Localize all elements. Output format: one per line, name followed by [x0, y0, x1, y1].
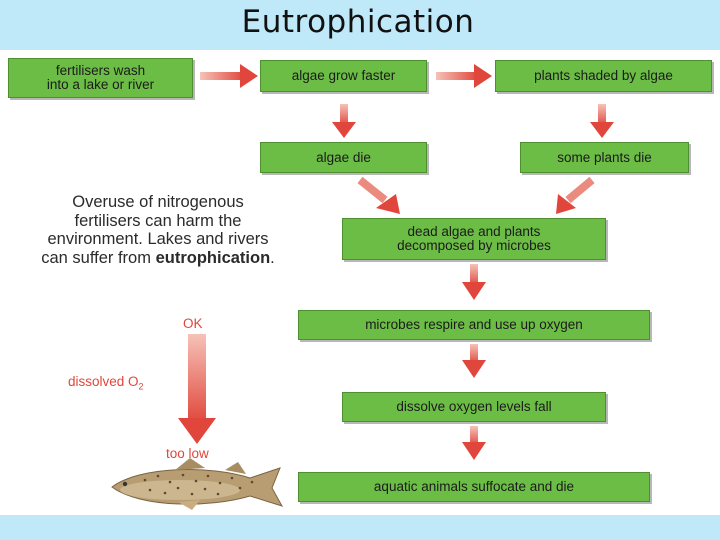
box-decomposed-line-1: dead algae and plants: [407, 224, 541, 239]
box-plants-shaded: plants shaded by algae: [495, 60, 712, 92]
fish-illustration: [111, 458, 284, 510]
box-algae-die: algae die: [260, 142, 427, 173]
arrow-fertilisers-to-algae: [200, 64, 258, 88]
box-fertilisers-line-1: fertilisers wash: [55, 63, 146, 78]
oxygen-too-low-label: too low: [166, 446, 209, 461]
oxygen-scale-arrow: [178, 334, 216, 444]
arrow-algae-grow-down: [332, 104, 356, 138]
box-decomposed: dead algae and plants decomposed by micr…: [342, 218, 606, 260]
box-animals-suffocate: aquatic animals suffocate and die: [298, 472, 650, 502]
box-fertilisers-wash: fertilisers wash into a lake or river: [8, 58, 193, 98]
arrow-oxygen-down: [462, 426, 486, 460]
dissolved-oxygen-text: dissolved O: [68, 374, 139, 389]
box-plants-die: some plants die: [520, 142, 689, 173]
overuse-text: Overuse of nitrogenous fertilisers can h…: [41, 193, 269, 267]
arrow-algae-die-diagonal: [357, 176, 400, 214]
oxygen-subscript: 2: [138, 381, 144, 392]
box-algae-grow-label: algae grow faster: [291, 68, 396, 83]
overuse-period: .: [270, 248, 275, 267]
page-title: Eutrophication: [241, 4, 475, 40]
box-microbes-respire: microbes respire and use up oxygen: [298, 310, 650, 340]
box-plants-die-label: some plants die: [557, 149, 652, 165]
arrow-shaded-down: [590, 104, 614, 138]
box-microbes-label: microbes respire and use up oxygen: [365, 317, 583, 332]
box-oxygen-fall-label: dissolve oxygen levels fall: [396, 399, 552, 414]
eutrophication-term: eutrophication: [155, 248, 271, 267]
arrow-algae-to-shaded: [436, 64, 492, 88]
dissolved-oxygen-label: dissolved O2: [68, 374, 144, 392]
arrow-plants-die-diagonal: [556, 176, 595, 214]
box-plants-shaded-label: plants shaded by algae: [534, 68, 673, 83]
oxygen-ok-label: OK: [183, 316, 203, 331]
box-algae-grow-faster: algae grow faster: [260, 60, 427, 92]
arrow-microbes-down: [462, 344, 486, 378]
box-animals-label: aquatic animals suffocate and die: [373, 479, 575, 494]
box-oxygen-levels-fall: dissolve oxygen levels fall: [342, 392, 606, 422]
box-algae-die-label: algae die: [316, 149, 371, 165]
box-decomposed-line-2: decomposed by microbes: [397, 238, 551, 253]
title-band: [0, 0, 720, 50]
overuse-description: Overuse of nitrogenous fertilisers can h…: [38, 193, 278, 267]
box-fertilisers-line-2: into a lake or river: [46, 77, 155, 92]
arrow-decomposed-down: [462, 264, 486, 300]
bottom-band: [0, 515, 720, 540]
